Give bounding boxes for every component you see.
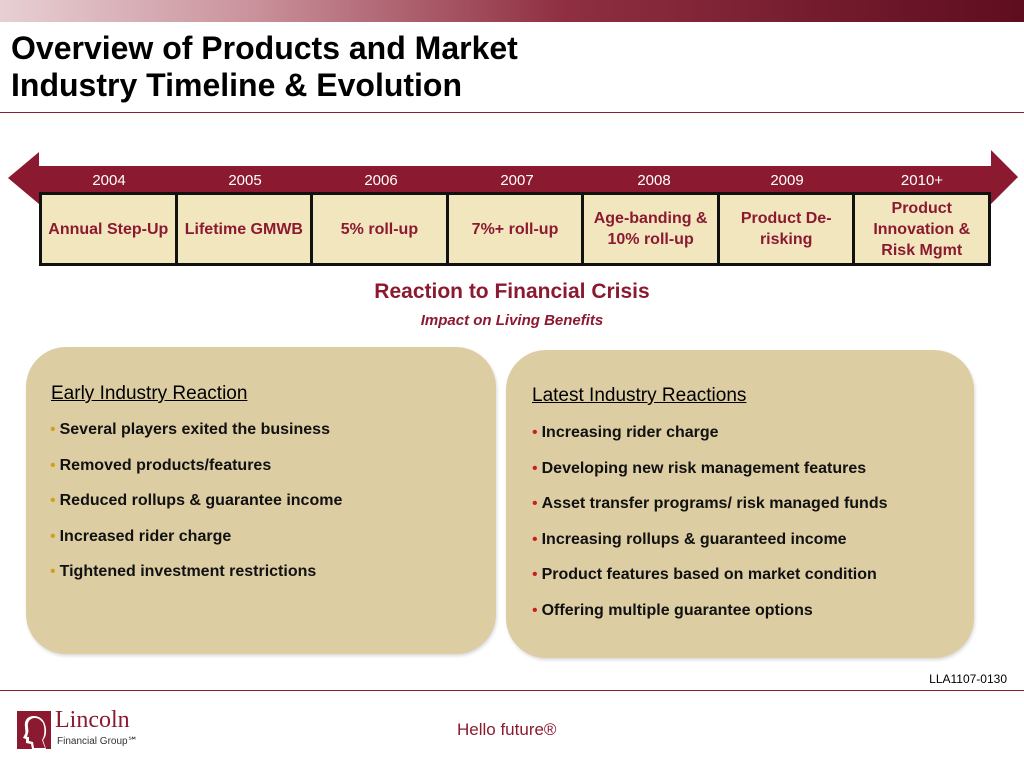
- list-item-text: Increasing rider charge: [541, 424, 719, 441]
- list-item-text: Increasing rollups & guaranteed income: [541, 530, 847, 548]
- timeline-item: Age-banding & 10% roll-up: [584, 195, 720, 263]
- bullet-icon: •: [50, 563, 56, 580]
- bullet-icon: •: [532, 424, 538, 441]
- bullet-icon: •: [532, 459, 538, 477]
- title-line-2: Industry Timeline & Evolution: [11, 67, 463, 103]
- list-item-text: Developing new risk management features: [541, 459, 867, 477]
- timeline-arrow-band: [39, 166, 991, 194]
- list-item: •Increasing rider charge: [532, 424, 888, 460]
- top-banner: [0, 0, 1024, 22]
- list-item: •Tightened investment restrictions: [50, 563, 342, 599]
- latest-reactions-heading: Latest Industry Reactions: [532, 385, 747, 406]
- list-item-text: Asset transfer programs/ risk managed fu…: [541, 495, 888, 512]
- timeline-item: Product Innovation & Risk Mgmt: [873, 199, 971, 259]
- list-item-text: Several players exited the business: [59, 421, 330, 438]
- timeline-item: Lifetime GMWB: [178, 195, 314, 263]
- page-title: Overview of Products and Market Industry…: [11, 30, 518, 104]
- list-item-text: Removed products/features: [59, 456, 272, 474]
- list-item-text: Offering multiple guarantee options: [541, 601, 813, 619]
- list-item: •Developing new risk management features: [532, 460, 888, 496]
- list-item: •Offering multiple guarantee options: [532, 602, 888, 638]
- bullet-icon: •: [50, 492, 56, 509]
- crisis-subtitle: Impact on Living Benefits: [420, 312, 604, 329]
- bullet-icon: •: [532, 530, 538, 548]
- logo-subtitle: Financial Group℠: [57, 736, 138, 747]
- timeline-arrow-right: [991, 150, 1018, 204]
- bullet-icon: •: [50, 527, 56, 545]
- list-item: •Product features based on market condit…: [532, 566, 888, 602]
- latest-reactions-list: •Increasing rider charge •Developing new…: [532, 424, 888, 637]
- list-item: •Reduced rollups & guarantee income: [50, 492, 342, 528]
- logo-name: Lincoln: [55, 707, 130, 733]
- crisis-title: Reaction to Financial Crisis: [374, 280, 650, 303]
- list-item-text: Reduced rollups & guarantee income: [59, 492, 343, 509]
- footer-divider: [0, 690, 1024, 691]
- early-reaction-panel: Early Industry Reaction •Several players…: [26, 347, 496, 654]
- title-line-1: Overview of Products and Market: [11, 30, 518, 66]
- lincoln-profile-icon: [17, 711, 51, 749]
- bullet-icon: •: [50, 421, 56, 438]
- list-item: •Increasing rollups & guaranteed income: [532, 531, 888, 567]
- timeline-year: 2010+: [900, 172, 944, 189]
- timeline-item: 5% roll-up: [313, 195, 449, 263]
- lincoln-logo: Lincoln Financial Group℠: [16, 707, 166, 754]
- timeline-year: 2008: [637, 172, 671, 189]
- timeline-year: 2007: [500, 172, 534, 189]
- title-divider: [0, 112, 1024, 113]
- early-reaction-heading: Early Industry Reaction: [51, 383, 248, 404]
- document-code: LLA1107-0130: [929, 672, 1007, 686]
- list-item-text: Product features based on market conditi…: [541, 566, 877, 583]
- timeline-arrow-left: [8, 152, 39, 204]
- timeline-year: 2004: [92, 172, 126, 189]
- timeline-year: 2005: [228, 172, 262, 189]
- bullet-icon: •: [532, 566, 538, 583]
- list-item: •Increased rider charge: [50, 528, 342, 564]
- latest-reactions-panel: Latest Industry Reactions •Increasing ri…: [506, 350, 974, 658]
- timeline-item: Product De-risking: [720, 195, 856, 263]
- timeline-item: Annual Step-Up: [42, 195, 178, 263]
- bullet-icon: •: [50, 456, 56, 474]
- early-reaction-list: •Several players exited the business •Re…: [50, 421, 342, 599]
- timeline-year: 2006: [364, 172, 398, 189]
- list-item: •Asset transfer programs/ risk managed f…: [532, 495, 888, 531]
- list-item: •Several players exited the business: [50, 421, 342, 457]
- list-item-text: Tightened investment restrictions: [59, 563, 317, 580]
- list-item: •Removed products/features: [50, 457, 342, 493]
- tagline: Hello future®: [457, 720, 557, 739]
- timeline-boxes: Annual Step-Up Lifetime GMWB 5% roll-up …: [39, 192, 991, 266]
- list-item-text: Increased rider charge: [59, 527, 232, 545]
- bullet-icon: •: [532, 601, 538, 619]
- timeline-item: 7%+ roll-up: [449, 195, 585, 263]
- timeline-year: 2009: [770, 172, 804, 189]
- bullet-icon: •: [532, 495, 538, 512]
